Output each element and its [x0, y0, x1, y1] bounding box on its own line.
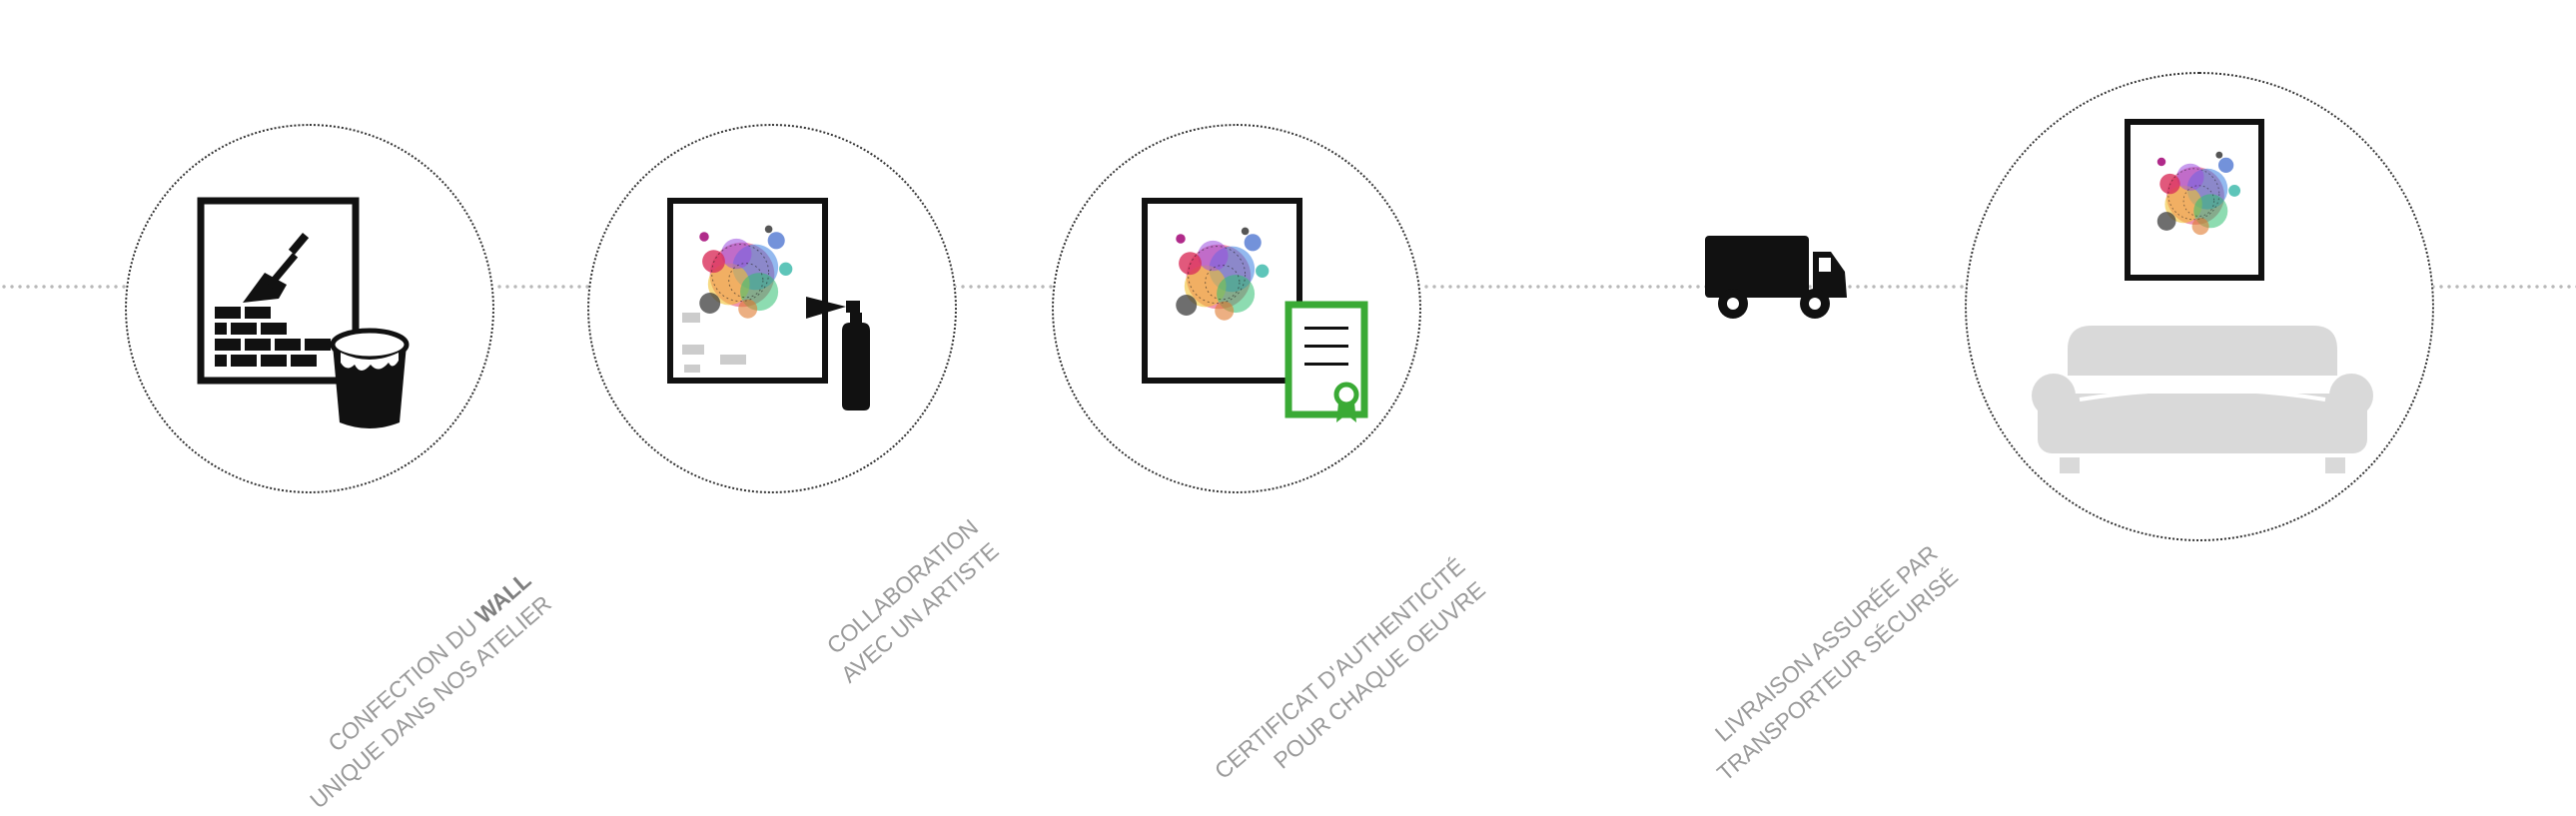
caption-collaboration: COLLABORATION AVEC UN ARTISTE	[821, 513, 1004, 688]
delivery-truck-icon	[1705, 236, 1847, 319]
frame-brick-trowel-paint-bucket-icon	[197, 197, 410, 428]
caption-livraison: LIVRAISON ASSURÉE PAR TRANSPORTEUR SÉCUR…	[1710, 539, 1964, 786]
artwork-spray-can-icon	[667, 198, 870, 410]
artwork-certificate-icon	[1142, 198, 1368, 422]
artwork-above-sofa-icon	[2032, 119, 2373, 473]
caption-certificat: CERTIFICAT D'AUTHENTICITÉ POUR CHAQUE OE…	[1210, 552, 1491, 785]
caption-confection: CONFECTION DU WALL UNIQUE DANS NOS ATELI…	[305, 566, 557, 814]
